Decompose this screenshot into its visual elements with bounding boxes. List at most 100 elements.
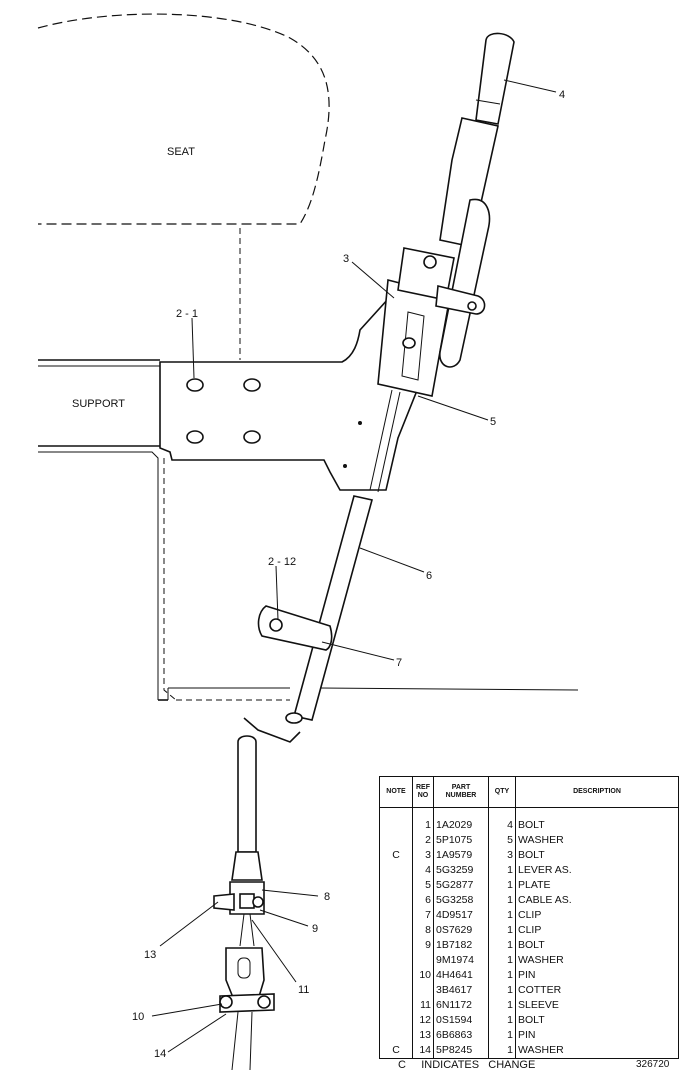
change-note: C INDICATES CHANGE — [398, 1059, 536, 1071]
clevis-assembly — [213, 735, 275, 1071]
row-description: WASHER — [515, 1043, 679, 1059]
row-ref: 14 — [412, 1043, 434, 1059]
row-part-number: 1A9579 — [433, 848, 489, 863]
row-qty: 5 — [488, 833, 516, 848]
row-note — [379, 863, 413, 878]
row-description: CLIP — [515, 923, 679, 938]
row-note: C — [379, 848, 413, 863]
row-ref: 12 — [412, 1013, 434, 1028]
row-part-number: 0S1594 — [433, 1013, 489, 1028]
row-ref: 5 — [412, 878, 434, 893]
row-qty: 1 — [488, 1013, 516, 1028]
row-ref: 3 — [412, 848, 434, 863]
row-part-number: 6B6863 — [433, 1028, 489, 1043]
row-part-number: 5G3258 — [433, 893, 489, 908]
support-frame — [38, 359, 579, 701]
row-ref: 2 — [412, 833, 434, 848]
row-description: BOLT — [515, 807, 679, 833]
row-part-number: 4H4641 — [433, 968, 489, 983]
row-qty: 1 — [488, 1028, 516, 1043]
row-description: COTTER — [515, 983, 679, 998]
row-part-number: 5G2877 — [433, 878, 489, 893]
slot-bracket — [369, 278, 451, 493]
row-note — [379, 938, 413, 953]
drawing-number: 326720 — [636, 1059, 670, 1070]
row-note — [379, 893, 413, 908]
callout-11: 11 — [298, 984, 309, 996]
header-qty: QTY — [488, 776, 516, 808]
bolt-hole — [186, 378, 204, 392]
row-note — [379, 807, 413, 833]
row-part-number: 9M1974 — [433, 953, 489, 968]
row-part-number: 3B4617 — [433, 983, 489, 998]
row-part-number: 1A2029 — [433, 807, 489, 833]
support-label: SUPPORT — [72, 398, 125, 410]
row-description: CLIP — [515, 908, 679, 923]
row-qty: 1 — [488, 953, 516, 968]
row-part-number: 5P1075 — [433, 833, 489, 848]
row-ref — [412, 953, 434, 968]
plate — [159, 287, 441, 491]
row-description: CABLE AS. — [515, 893, 679, 908]
row-ref: 9 — [412, 938, 434, 953]
row-description: SLEEVE — [515, 998, 679, 1013]
cable — [285, 495, 373, 724]
row-part-number: 0S7629 — [433, 923, 489, 938]
bolt-hole — [186, 430, 204, 444]
row-note — [379, 878, 413, 893]
row-note — [379, 1028, 413, 1043]
header-note: NOTE — [379, 776, 413, 808]
leader-lines — [151, 79, 557, 1053]
row-ref: 8 — [412, 923, 434, 938]
row-description: PLATE — [515, 878, 679, 893]
callout-7: 7 — [396, 657, 402, 669]
break-mark — [243, 717, 301, 743]
row-description: BOLT — [515, 1013, 679, 1028]
callout-13: 13 — [144, 949, 156, 961]
row-ref: 7 — [412, 908, 434, 923]
row-description: BOLT — [515, 938, 679, 953]
row-qty: 4 — [488, 807, 516, 833]
row-note — [379, 923, 413, 938]
seat-label: SEAT — [167, 146, 195, 158]
row-note — [379, 953, 413, 968]
row-qty: 1 — [488, 893, 516, 908]
row-note — [379, 908, 413, 923]
callout-6: 6 — [426, 570, 432, 582]
callout-4: 4 — [559, 89, 565, 101]
lever-assembly — [397, 32, 515, 368]
row-part-number: 4D9517 — [433, 908, 489, 923]
row-ref: 10 — [412, 968, 434, 983]
row-note — [379, 1013, 413, 1028]
row-ref: 6 — [412, 893, 434, 908]
row-description: LEVER AS. — [515, 863, 679, 878]
row-part-number: 1B7182 — [433, 938, 489, 953]
callout-10: 10 — [132, 1011, 144, 1023]
row-qty: 1 — [488, 1043, 516, 1059]
row-note — [379, 968, 413, 983]
row-qty: 1 — [488, 968, 516, 983]
row-qty: 1 — [488, 983, 516, 998]
bolt-hole — [243, 378, 261, 392]
row-ref: 4 — [412, 863, 434, 878]
row-note — [379, 983, 413, 998]
row-ref: 13 — [412, 1028, 434, 1043]
row-ref: 11 — [412, 998, 434, 1013]
header-ref: REF NO — [412, 776, 434, 808]
table-header-row: NOTE REF NO PART NUMBER QTY DESCRIPTION — [379, 776, 679, 808]
row-qty: 1 — [488, 923, 516, 938]
callout-5: 5 — [490, 416, 496, 428]
